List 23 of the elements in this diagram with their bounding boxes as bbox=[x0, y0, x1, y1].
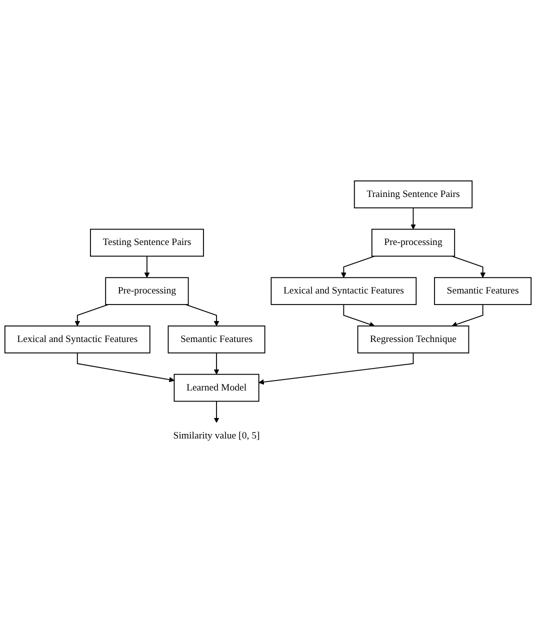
arrow bbox=[452, 255, 486, 278]
node-box: Lexical and Syntactic Features bbox=[4, 325, 150, 354]
arrow bbox=[258, 352, 414, 384]
node-box: Regression Technique bbox=[357, 325, 470, 354]
arrow bbox=[214, 352, 220, 374]
node-box: Pre-processing bbox=[371, 228, 456, 256]
arrow bbox=[144, 255, 150, 278]
arrow bbox=[185, 304, 220, 326]
arrow bbox=[74, 304, 109, 326]
node-box: Semantic Features bbox=[434, 276, 532, 305]
arrow bbox=[340, 255, 375, 278]
node-text: Similarity value [0, 5] bbox=[173, 430, 260, 441]
node-box: Testing Sentence Pairs bbox=[90, 228, 204, 256]
arrow bbox=[410, 207, 416, 230]
node-box: Semantic Features bbox=[168, 325, 266, 354]
node-box: Learned Model bbox=[174, 374, 260, 402]
node-box: Lexical and Syntactic Features bbox=[270, 276, 417, 305]
arrow bbox=[214, 400, 220, 423]
node-box: Training Sentence Pairs bbox=[354, 180, 473, 208]
arrow bbox=[76, 352, 174, 382]
arrow bbox=[343, 304, 375, 327]
node-box: Pre-processing bbox=[105, 276, 189, 305]
arrow bbox=[452, 304, 484, 327]
